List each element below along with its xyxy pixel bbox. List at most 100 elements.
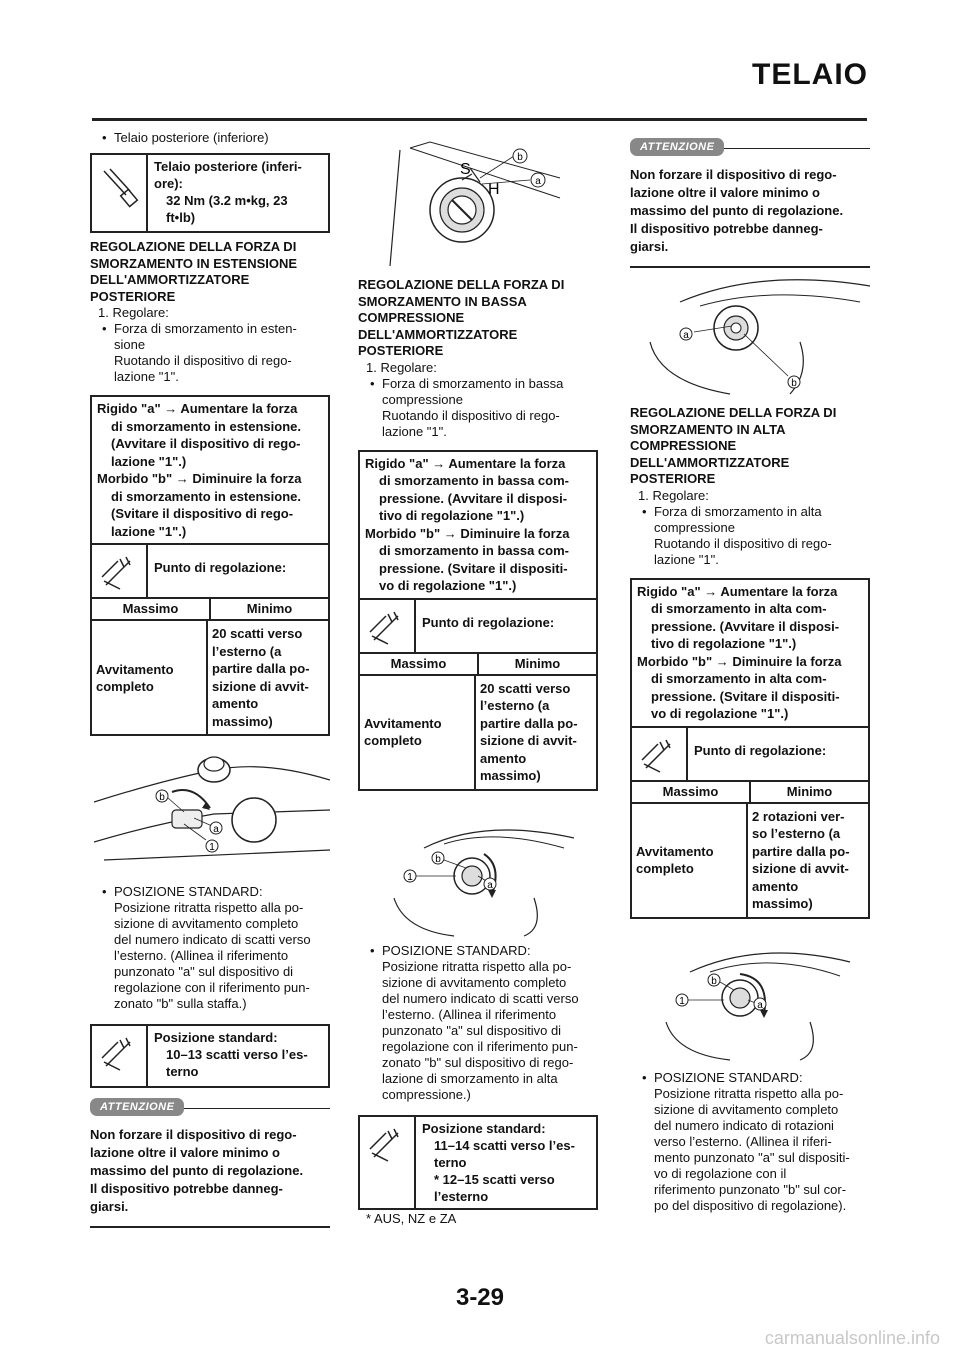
text-line: Posizione ritratta rispetto alla po- (382, 959, 572, 974)
label-s: S (460, 161, 471, 178)
note-line: Morbido "b" → Diminuire la forza (365, 525, 570, 541)
page-title: TELAIO (752, 58, 868, 91)
caution-badge: ATTENZIONE (630, 138, 725, 156)
text-line: partire dalla po- (480, 715, 578, 731)
text-line: mento punzonato "a" sul dispositi- (654, 1150, 850, 1165)
text-line: Posizione standard: (154, 1030, 278, 1045)
stiffness-note: Rigido "a" → Aumentare la forza di smorz… (90, 395, 330, 545)
caution-text: Non forzare il dispositivo di rego- lazi… (630, 166, 870, 256)
text-line: verso l’esterno. (Allinea il riferi- (654, 1134, 832, 1149)
text-line: Non forzare il dispositivo di rego- (630, 167, 837, 182)
note-line: di smorzamento in bassa com- (379, 543, 569, 558)
value-min: 2 rotazioni ver- so l’esterno (a partire… (748, 804, 868, 917)
note-line: Morbido "b" → Diminuire la forza (637, 653, 842, 669)
label-h: H (488, 181, 500, 198)
col-min: Minimo (514, 655, 561, 671)
text-line: partire dalla po- (752, 843, 850, 859)
note-line: di smorzamento in alta com- (651, 671, 827, 686)
text-line: 10–13 scatti verso l’es- (166, 1047, 308, 1062)
text-line: partire dalla po- (212, 661, 310, 676)
heading-line: POSTERIORE (90, 288, 176, 304)
heading-line: DELL'AMMORTIZZATORE (630, 454, 790, 470)
text-line: sizione di avvitamento completo (382, 975, 567, 990)
note-line: Rigido "a" → Aumentare la forza (637, 583, 838, 599)
text-line: massimo del punto di regolazione. (90, 1163, 304, 1178)
bullet-forza: Forza di smorzamento in bassa compressio… (358, 376, 598, 408)
text-line: l’esterno. (Allinea il riferimento (382, 1007, 557, 1022)
heading-line: REGOLAZIONE DELLA FORZA DI (90, 239, 297, 254)
caution-block: ATTENZIONE Non forzare il dispositivo di… (630, 138, 870, 268)
text-line: del numero indicato di scatti verso (382, 991, 579, 1006)
note-line: vo di regolazione "1".) (651, 706, 789, 721)
bullet-forza: Forza di smorzamento in alta compression… (630, 504, 870, 536)
heading-line: DELL'AMMORTIZZATORE (90, 272, 250, 287)
text-line: amento (212, 696, 259, 711)
text-line: Ruotando il dispositivo di rego- (114, 353, 292, 368)
header-rule (92, 118, 867, 121)
text-line: punzonato "a" sul dispositivo di (114, 964, 294, 979)
adjust-icon (360, 1117, 416, 1208)
text-line: lazione "1". (382, 423, 447, 439)
text-line: completo (364, 733, 422, 748)
label-1: 1 (679, 996, 685, 1007)
text-line: Ruotando il dispositivo di rego- (654, 535, 832, 551)
watermark[interactable]: carmanualsonline.info (764, 1328, 940, 1348)
note-line: pressione. (Avvitare il disposi- (651, 618, 840, 634)
note-line: Rigido "a" → Aumentare la forza (97, 401, 298, 416)
page-number: 3-29 (455, 1284, 505, 1311)
text-line: lazione oltre il valore minimo o (630, 185, 820, 200)
text-line: lazione oltre il valore minimo o (90, 1145, 280, 1160)
torque-line-1: Telaio posteriore (inferi- (154, 159, 302, 174)
label-a: a (487, 880, 493, 891)
note-line: di smorzamento in estensione. (111, 418, 301, 434)
text-line: lazione "1". (114, 369, 179, 384)
text-line: Non forzare il dispositivo di rego- (90, 1127, 297, 1142)
heading-line: POSTERIORE (358, 343, 444, 358)
torque-line-4: ft•lb) (166, 210, 196, 225)
high-compression-figure: a b (649, 279, 870, 395)
note-line: di smorzamento in bassa com- (379, 473, 569, 488)
text-line: regolazione con il riferimento pun- (382, 1039, 578, 1054)
label-b: b (517, 152, 523, 163)
text-line: Posizione ritratta rispetto alla po- (654, 1086, 844, 1101)
text-line: l’esterno. (Allinea il riferimento (114, 948, 289, 963)
label-a: a (683, 330, 689, 341)
text-line: sizione di avvit- (752, 861, 849, 876)
section-heading-2: REGOLAZIONE DELLA FORZA DI SMORZAMENTO I… (358, 277, 598, 360)
label-a: a (213, 824, 219, 835)
label-1: 1 (209, 842, 215, 853)
column-1: Telaio posteriore (inferiore) Telaio pos… (90, 130, 330, 736)
note-line: di smorzamento in alta com- (651, 601, 827, 616)
text-line: zonato "b" sul dispositivo di rego- (382, 1055, 574, 1070)
text-line: 20 scatti verso (480, 680, 571, 696)
heading-line: SMORZAMENTO IN ALTA (630, 421, 786, 437)
text-line: terno (166, 1064, 199, 1079)
high-compression-adjuster-figure: b 1 a (665, 952, 851, 1061)
text-line: Il dispositivo potrebbe danneg- (630, 221, 823, 236)
bullet-telaio: Telaio posteriore (inferiore) (90, 130, 330, 146)
text-line: Posizione ritratta rispetto alla po- (114, 900, 304, 915)
torque-line-3: 32 Nm (3.2 m•kg, 23 (166, 193, 288, 208)
torque-wrench-icon (92, 155, 148, 231)
label-b: b (791, 378, 797, 389)
heading-line: COMPRESSIONE (358, 310, 465, 325)
column-3-mid: REGOLAZIONE DELLA FORZA DI SMORZAMENTO I… (630, 405, 870, 919)
caution-block: ATTENZIONE Non forzare il dispositivo di… (90, 1098, 330, 1228)
label-b: b (435, 854, 441, 865)
caution-badge: ATTENZIONE (90, 1098, 185, 1116)
table-title: Punto di regolazione: (422, 614, 555, 630)
column-3: ATTENZIONE Non forzare il dispositivo di… (630, 138, 870, 268)
text-line: massimo) (752, 896, 813, 911)
step-1: 1. Regolare: (638, 487, 709, 503)
text-line: compressione (382, 391, 463, 407)
text-line: massimo) (212, 713, 273, 729)
note-line: tivo di regolazione "1".) (379, 508, 525, 523)
step-1: 1. Regolare: (98, 305, 169, 320)
torque-line-2: ore): (154, 176, 183, 191)
column-1-lower: POSIZIONE STANDARD: Posizione ritratta r… (90, 884, 330, 1228)
low-compression-adjuster-figure: b 1 a (393, 829, 575, 937)
